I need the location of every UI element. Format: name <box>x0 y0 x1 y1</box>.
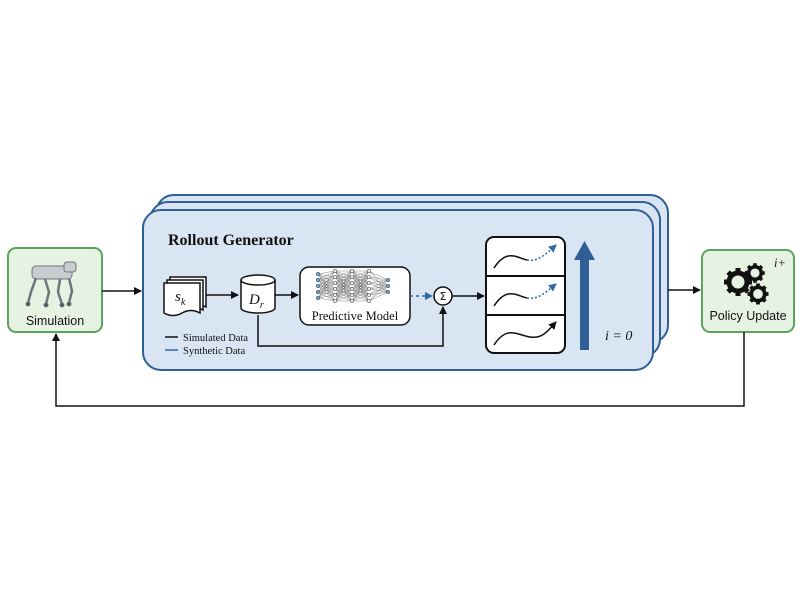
nn-node <box>315 277 321 283</box>
nn-node <box>366 292 372 298</box>
nn-node <box>349 268 355 274</box>
nn-node <box>349 280 355 286</box>
sum-symbol: Σ <box>440 290 447 303</box>
state-document-icon <box>163 276 207 317</box>
rollout-trajectories <box>485 236 566 354</box>
trajectories-frame <box>485 236 566 354</box>
nn-node <box>366 298 372 304</box>
nn-node <box>315 289 321 295</box>
nn-node <box>385 289 391 295</box>
policy-update-label: Policy Update <box>709 309 786 323</box>
quadruped-robot-icon <box>25 261 77 308</box>
nn-node <box>349 298 355 304</box>
connectors <box>52 286 745 407</box>
rollout-generator-title: Rollout Generator <box>168 232 294 249</box>
neural-network-icon <box>315 268 391 304</box>
policy-update-box: i+ Policy Update <box>701 249 795 333</box>
sum-node: Σ <box>433 286 453 306</box>
simulated-trajectory <box>493 321 557 346</box>
nn-node <box>332 286 338 292</box>
nn-node <box>385 283 391 289</box>
nn-node <box>349 274 355 280</box>
nn-node <box>349 292 355 298</box>
dataset-cylinder-icon <box>240 274 276 314</box>
legend-simulated-label: Simulated Data <box>183 333 248 344</box>
legend: Simulated Data Synthetic Data <box>165 333 248 357</box>
nn-node <box>349 286 355 292</box>
nn-node <box>366 280 372 286</box>
synthetic-trajectory-2 <box>493 283 557 307</box>
iteration-label: i = 0 <box>605 329 632 344</box>
simulation-box: Simulation <box>7 247 103 333</box>
iteration-arrow <box>574 241 595 350</box>
nn-node <box>366 274 372 280</box>
simulation-label: Simulation <box>26 314 84 328</box>
nn-node <box>385 277 391 283</box>
legend-synthetic-label: Synthetic Data <box>183 346 245 357</box>
policy-iteration-label: i+ <box>774 256 786 270</box>
predictive-model-label: Predictive Model <box>312 309 399 323</box>
predictive-model-box: Predictive Model <box>299 266 411 326</box>
nn-node <box>332 298 338 304</box>
gears-icon <box>724 263 769 305</box>
nn-node <box>366 268 372 274</box>
nn-node <box>315 295 321 301</box>
nn-node <box>315 283 321 289</box>
nn-node <box>332 268 338 274</box>
nn-node <box>332 274 338 280</box>
dataset-symbol: Dr <box>248 292 264 311</box>
nn-node <box>366 286 372 292</box>
arrow-policy-feedback <box>52 332 745 407</box>
state-symbol: sk <box>175 289 186 308</box>
nn-node <box>332 292 338 298</box>
nn-node <box>315 271 321 277</box>
synthetic-trajectory-1 <box>493 244 557 269</box>
arrow-dataset-to-sum <box>257 306 447 347</box>
nn-node <box>332 280 338 286</box>
simulation-box-frame <box>7 247 103 333</box>
